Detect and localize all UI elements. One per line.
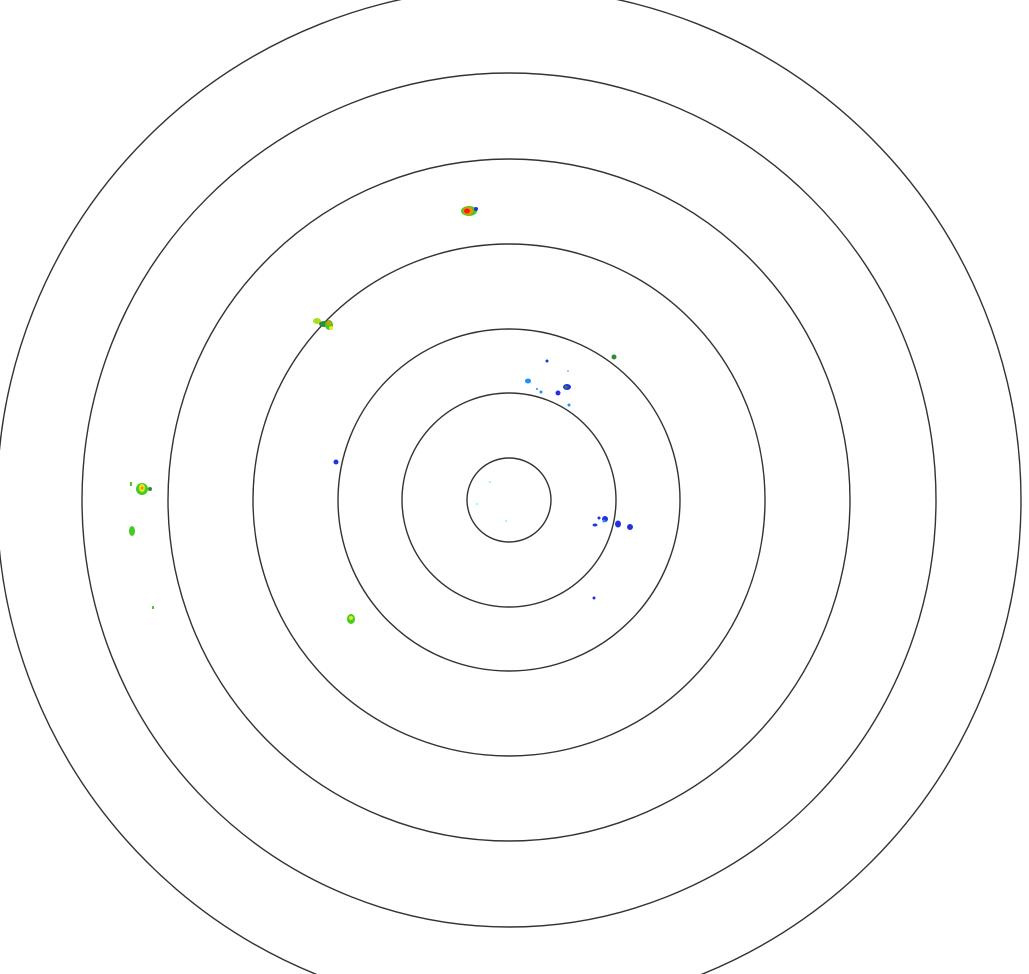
range-ring-5 (167, 158, 851, 842)
echo-cell-west (129, 482, 154, 609)
echo-cell-northwest (313, 318, 333, 330)
echo-light-east (592, 516, 633, 600)
echoes (129, 206, 633, 624)
echo-cell-southwest (347, 614, 355, 624)
range-ring-4 (252, 243, 766, 757)
echo-light-northeast (333, 354, 617, 465)
range-ring-3 (337, 328, 681, 672)
range-ring-6 (81, 72, 937, 928)
echo-clutter-center (476, 481, 507, 522)
range-ring-1 (466, 457, 552, 543)
echo-cell-north (461, 206, 478, 216)
range-ring-2 (401, 392, 617, 608)
